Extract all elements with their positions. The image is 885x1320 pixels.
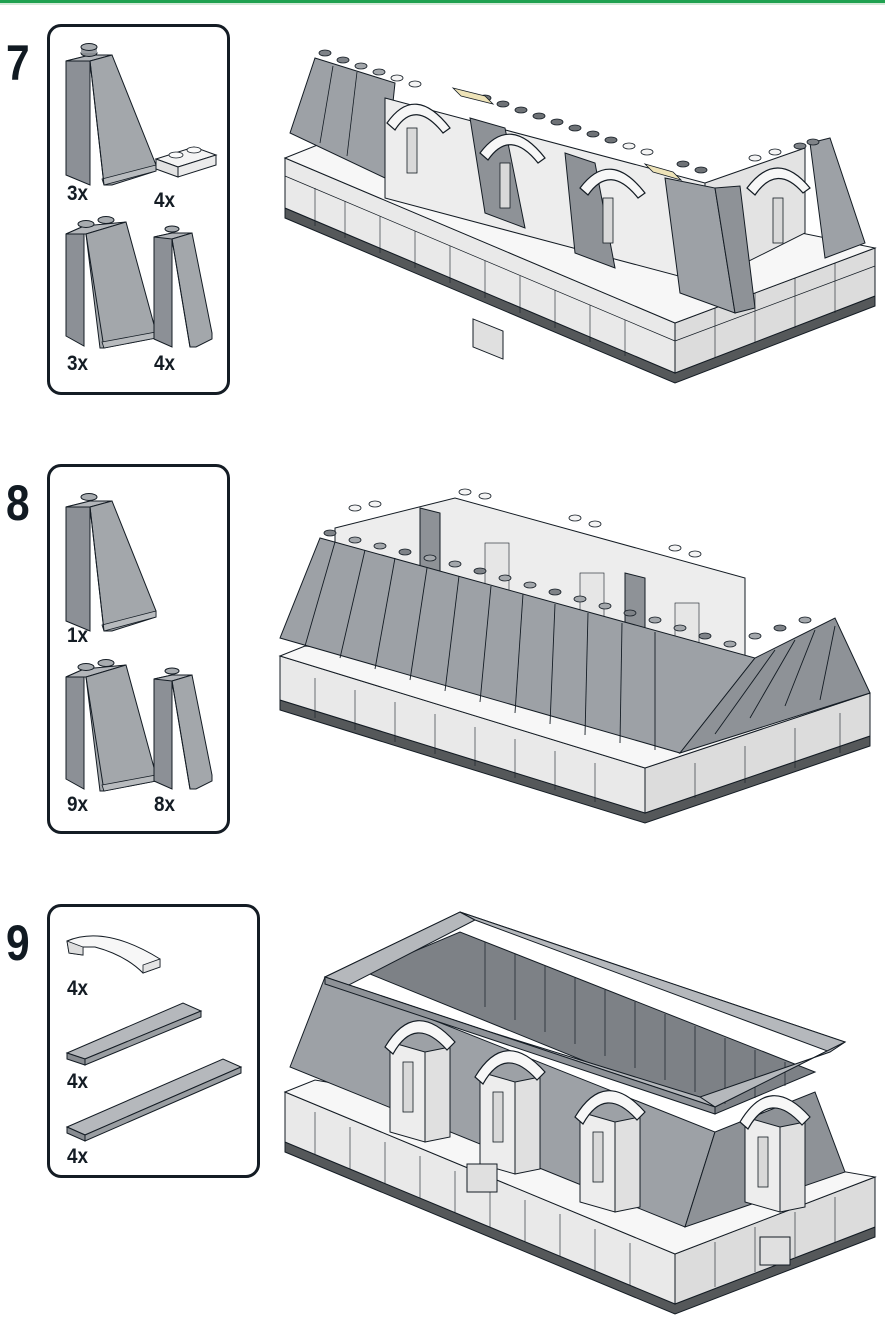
model-render — [283, 911, 877, 1315]
tan-tile — [451, 87, 495, 105]
tan-tile — [643, 163, 683, 181]
part-quantity: 3x — [67, 182, 89, 205]
part-quantity: 1x — [67, 624, 89, 647]
part-slope-2x1x3 — [64, 43, 157, 186]
assembly-illustration-step-9 — [283, 902, 877, 1317]
part-slope-2x2x3 — [64, 214, 157, 349]
part-curved-arch — [65, 929, 165, 979]
part-quantity: 4x — [154, 189, 176, 212]
part-slope-2x2x3 — [64, 657, 157, 792]
header-accent-shadow — [0, 3, 885, 5]
vent-grille — [759, 1236, 791, 1266]
plate-icon — [154, 146, 218, 178]
vent-grille — [472, 318, 504, 360]
assembly-illustration-step-7 — [283, 38, 877, 384]
step-number: 8 — [6, 475, 30, 531]
part-quantity: 4x — [67, 1070, 89, 1093]
part-quantity: 4x — [154, 352, 176, 375]
dormers — [389, 1041, 806, 1213]
slope-brick-icon — [153, 667, 213, 790]
model-render — [283, 49, 877, 384]
slope-brick-icon — [65, 493, 157, 632]
header-accent-bar — [0, 0, 885, 3]
tile-icon — [65, 1058, 243, 1142]
part-slope-2x1x3 — [64, 489, 157, 632]
part-quantity: 8x — [154, 793, 176, 816]
slope-brick-icon — [65, 43, 157, 186]
base-pillars — [314, 188, 836, 358]
studs — [318, 49, 820, 174]
curved-slope-icon — [66, 935, 161, 974]
dormer-arches — [386, 103, 811, 199]
step-number: 7 — [6, 35, 30, 91]
slope-brick-icon — [153, 225, 213, 348]
dormer-arches — [384, 1020, 811, 1130]
model-render — [278, 488, 871, 824]
slope-brick-icon — [65, 659, 157, 792]
slope-brick-icon — [65, 216, 157, 349]
tile-icon — [65, 1002, 203, 1066]
part-slope-1x1x3 — [152, 665, 214, 790]
roof-side — [678, 617, 871, 754]
part-quantity: 3x — [67, 352, 89, 375]
step-number: 9 — [6, 915, 30, 971]
parts-list-box: 3x 4x 3x — [47, 24, 230, 395]
part-quantity: 9x — [67, 793, 89, 816]
part-slope-1x1x3 — [152, 223, 214, 348]
studs — [323, 488, 812, 648]
part-tile-1x8 — [65, 1055, 245, 1145]
part-plate-1x2 — [154, 145, 218, 178]
part-quantity: 4x — [67, 1145, 89, 1168]
parts-list-box: 4x 4x 4x — [47, 904, 260, 1178]
part-tile-1x6 — [65, 1001, 205, 1066]
vent-grille — [466, 1163, 498, 1193]
assembly-illustration-step-8 — [275, 478, 875, 824]
parts-list-box: 1x 9x 8x — [47, 464, 230, 834]
part-quantity: 4x — [67, 977, 89, 1000]
